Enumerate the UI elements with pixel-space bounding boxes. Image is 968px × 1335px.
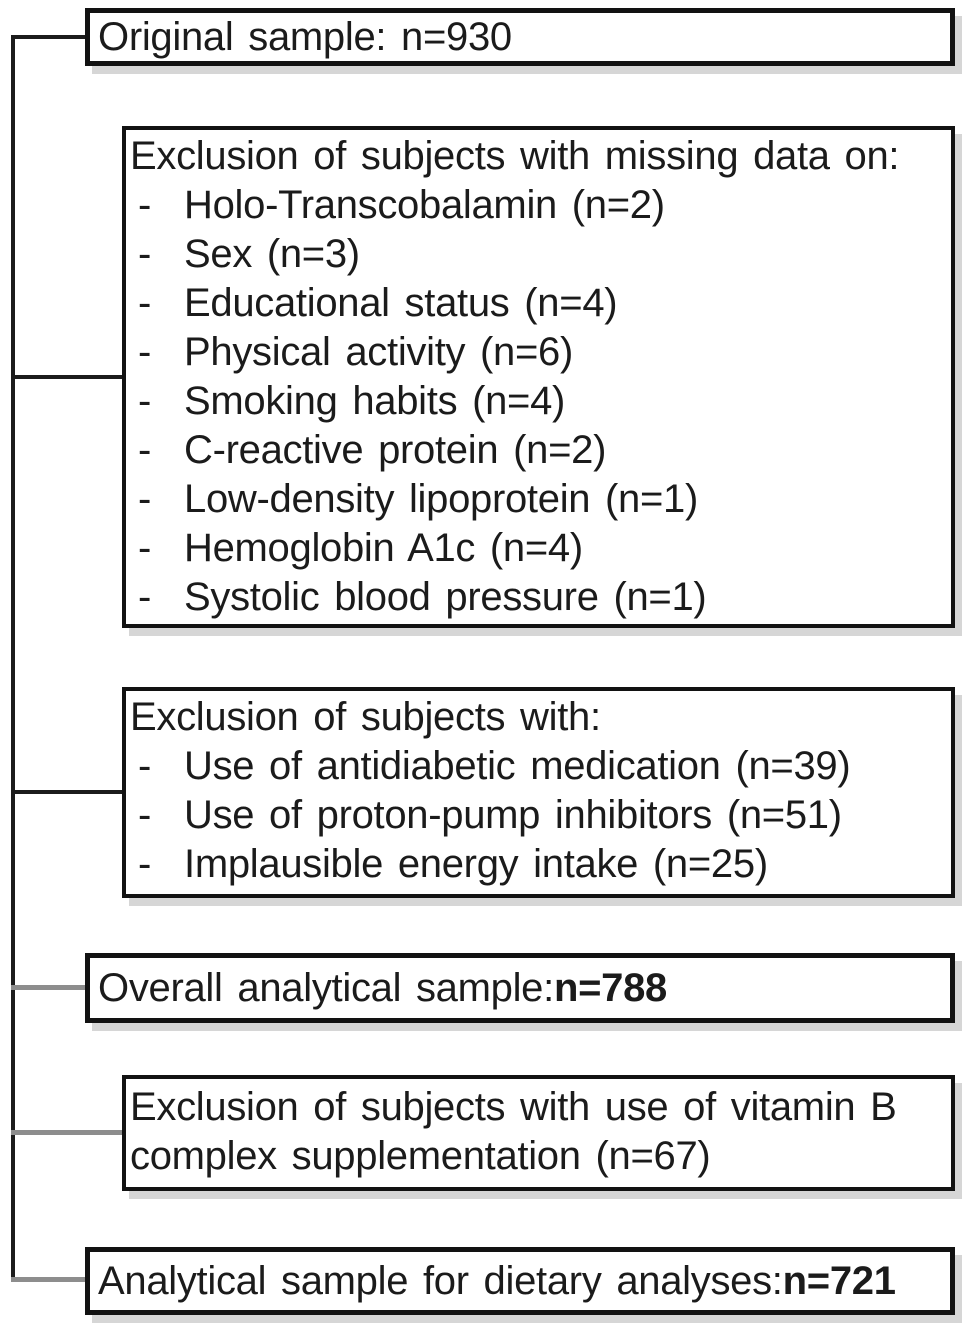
connector-branch-exclusion-subjects-with (11, 790, 126, 794)
list-item: -Holo-Transcobalamin (n=2) (130, 181, 945, 230)
list-item-text: Systolic blood pressure (n=1) (184, 575, 707, 619)
list-item-text: Use of antidiabetic medication (n=39) (184, 744, 851, 788)
list-item-text: C-reactive protein (n=2) (184, 428, 607, 472)
list-item-text: Implausible energy intake (n=25) (184, 842, 768, 886)
bullet-dash: - (138, 526, 152, 570)
list-item-text: Sex (n=3) (184, 232, 360, 276)
overall-analytical-sample-count: n=788 (553, 965, 667, 1010)
list-item: -Educational status (n=4) (130, 279, 945, 328)
bullet-dash: - (138, 379, 152, 423)
box-overall-analytical-sample: Overall analytical sample: n=788 (85, 953, 955, 1023)
connector-branch-original-sample (11, 35, 89, 39)
bullet-dash: - (138, 744, 152, 788)
list-item-text: Educational status (n=4) (184, 281, 618, 325)
connector-branch-overall-analytical-sample (11, 985, 91, 990)
list-item: -Use of proton-pump inhibitors (n=51) (130, 791, 945, 840)
list-item-text: Hemoglobin A1c (n=4) (184, 526, 583, 570)
analytical-sample-dietary-text: Analytical sample for dietary analyses: (98, 1258, 783, 1303)
exclusion-missing-data-header: Exclusion of subjects with missing data … (130, 134, 900, 178)
list-item-text: Holo-Transcobalamin (n=2) (184, 183, 665, 227)
list-item: -Hemoglobin A1c (n=4) (130, 524, 945, 573)
connector-trunk (11, 35, 15, 1282)
box-analytical-sample-dietary: Analytical sample for dietary analyses: … (85, 1247, 955, 1315)
list-item-text: Low-density lipoprotein (n=1) (184, 477, 699, 521)
bullet-dash: - (138, 575, 152, 619)
list-item: -Low-density lipoprotein (n=1) (130, 475, 945, 524)
list-item: -Implausible energy intake (n=25) (130, 840, 945, 889)
bullet-dash: - (138, 330, 152, 374)
exclusion-vitamin-b-header: Exclusion of subjects with use of vitami… (130, 1085, 897, 1178)
box-exclusion-vitamin-b: Exclusion of subjects with use of vitami… (122, 1075, 955, 1191)
exclusion-subjects-with-header: Exclusion of subjects with: (130, 695, 601, 739)
list-item: -Sex (n=3) (130, 230, 945, 279)
bullet-dash: - (138, 183, 152, 227)
box-original-sample: Original sample: n=930 (85, 8, 955, 66)
box-exclusion-subjects-with: Exclusion of subjects with: -Use of anti… (122, 687, 955, 898)
bullet-dash: - (138, 232, 152, 276)
list-item: -Smoking habits (n=4) (130, 377, 945, 426)
list-item: -Systolic blood pressure (n=1) (130, 573, 945, 622)
list-item-text: Use of proton-pump inhibitors (n=51) (184, 793, 842, 837)
list-item: -Physical activity (n=6) (130, 328, 945, 377)
overall-analytical-sample-text: Overall analytical sample: (98, 965, 554, 1010)
list-item: -C-reactive protein (n=2) (130, 426, 945, 475)
box-exclusion-missing-data: Exclusion of subjects with missing data … (122, 126, 955, 628)
connector-branch-exclusion-missing-data (11, 375, 126, 379)
bullet-dash: - (138, 477, 152, 521)
list-item-text: Smoking habits (n=4) (184, 379, 566, 423)
list-item-text: Physical activity (n=6) (184, 330, 574, 374)
original-sample-text: Original sample: n=930 (98, 14, 512, 59)
bullet-dash: - (138, 793, 152, 837)
list-item: -Use of antidiabetic medication (n=39) (130, 742, 945, 791)
bullet-dash: - (138, 428, 152, 472)
connector-branch-analytical-sample-dietary (11, 1277, 89, 1282)
bullet-dash: - (138, 842, 152, 886)
connector-branch-exclusion-vitamin-b (11, 1130, 126, 1135)
bullet-dash: - (138, 281, 152, 325)
analytical-sample-dietary-count: n=721 (782, 1258, 896, 1303)
